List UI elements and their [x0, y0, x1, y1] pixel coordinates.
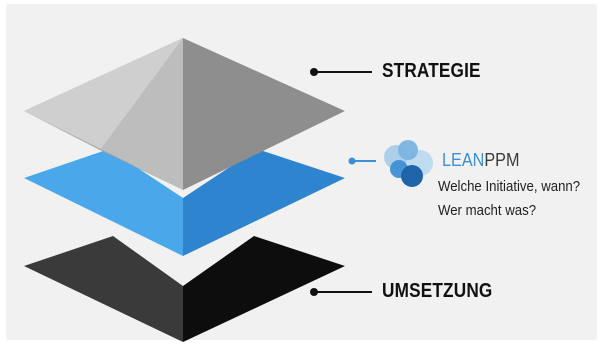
- layer-strategie: [24, 38, 345, 190]
- connector-leanppm: [348, 157, 376, 165]
- connector-umsetzung: [310, 288, 372, 296]
- layer-label-strategie: STRATEGIE: [382, 60, 481, 82]
- description-line-1: Welche Initiative, wann?: [438, 178, 581, 195]
- layer-strategie-bottom-left-face: [24, 111, 183, 190]
- layer-umsetzung-left-face: [24, 236, 183, 342]
- layer-strategie-right-face: [183, 38, 345, 190]
- layer-leanppm: [24, 149, 345, 256]
- layer-umsetzung-right-face: [183, 236, 345, 342]
- layer-umsetzung: [24, 236, 345, 342]
- layer-leanppm-right-face: [183, 149, 345, 256]
- layer-label-umsetzung: UMSETZUNG: [382, 280, 493, 302]
- layer-leanppm-left-face: [24, 149, 183, 256]
- leanppm-brand: LEANPPM: [442, 150, 519, 171]
- brand-ppm-text: PPM: [484, 150, 520, 170]
- layer-strategie-top-face: [24, 38, 183, 150]
- description-line-2: Wer macht was?: [438, 202, 537, 219]
- leanppm-logo-icon: [384, 140, 433, 187]
- connector-strategie: [310, 68, 372, 76]
- brand-lean-text: LEAN: [442, 150, 485, 170]
